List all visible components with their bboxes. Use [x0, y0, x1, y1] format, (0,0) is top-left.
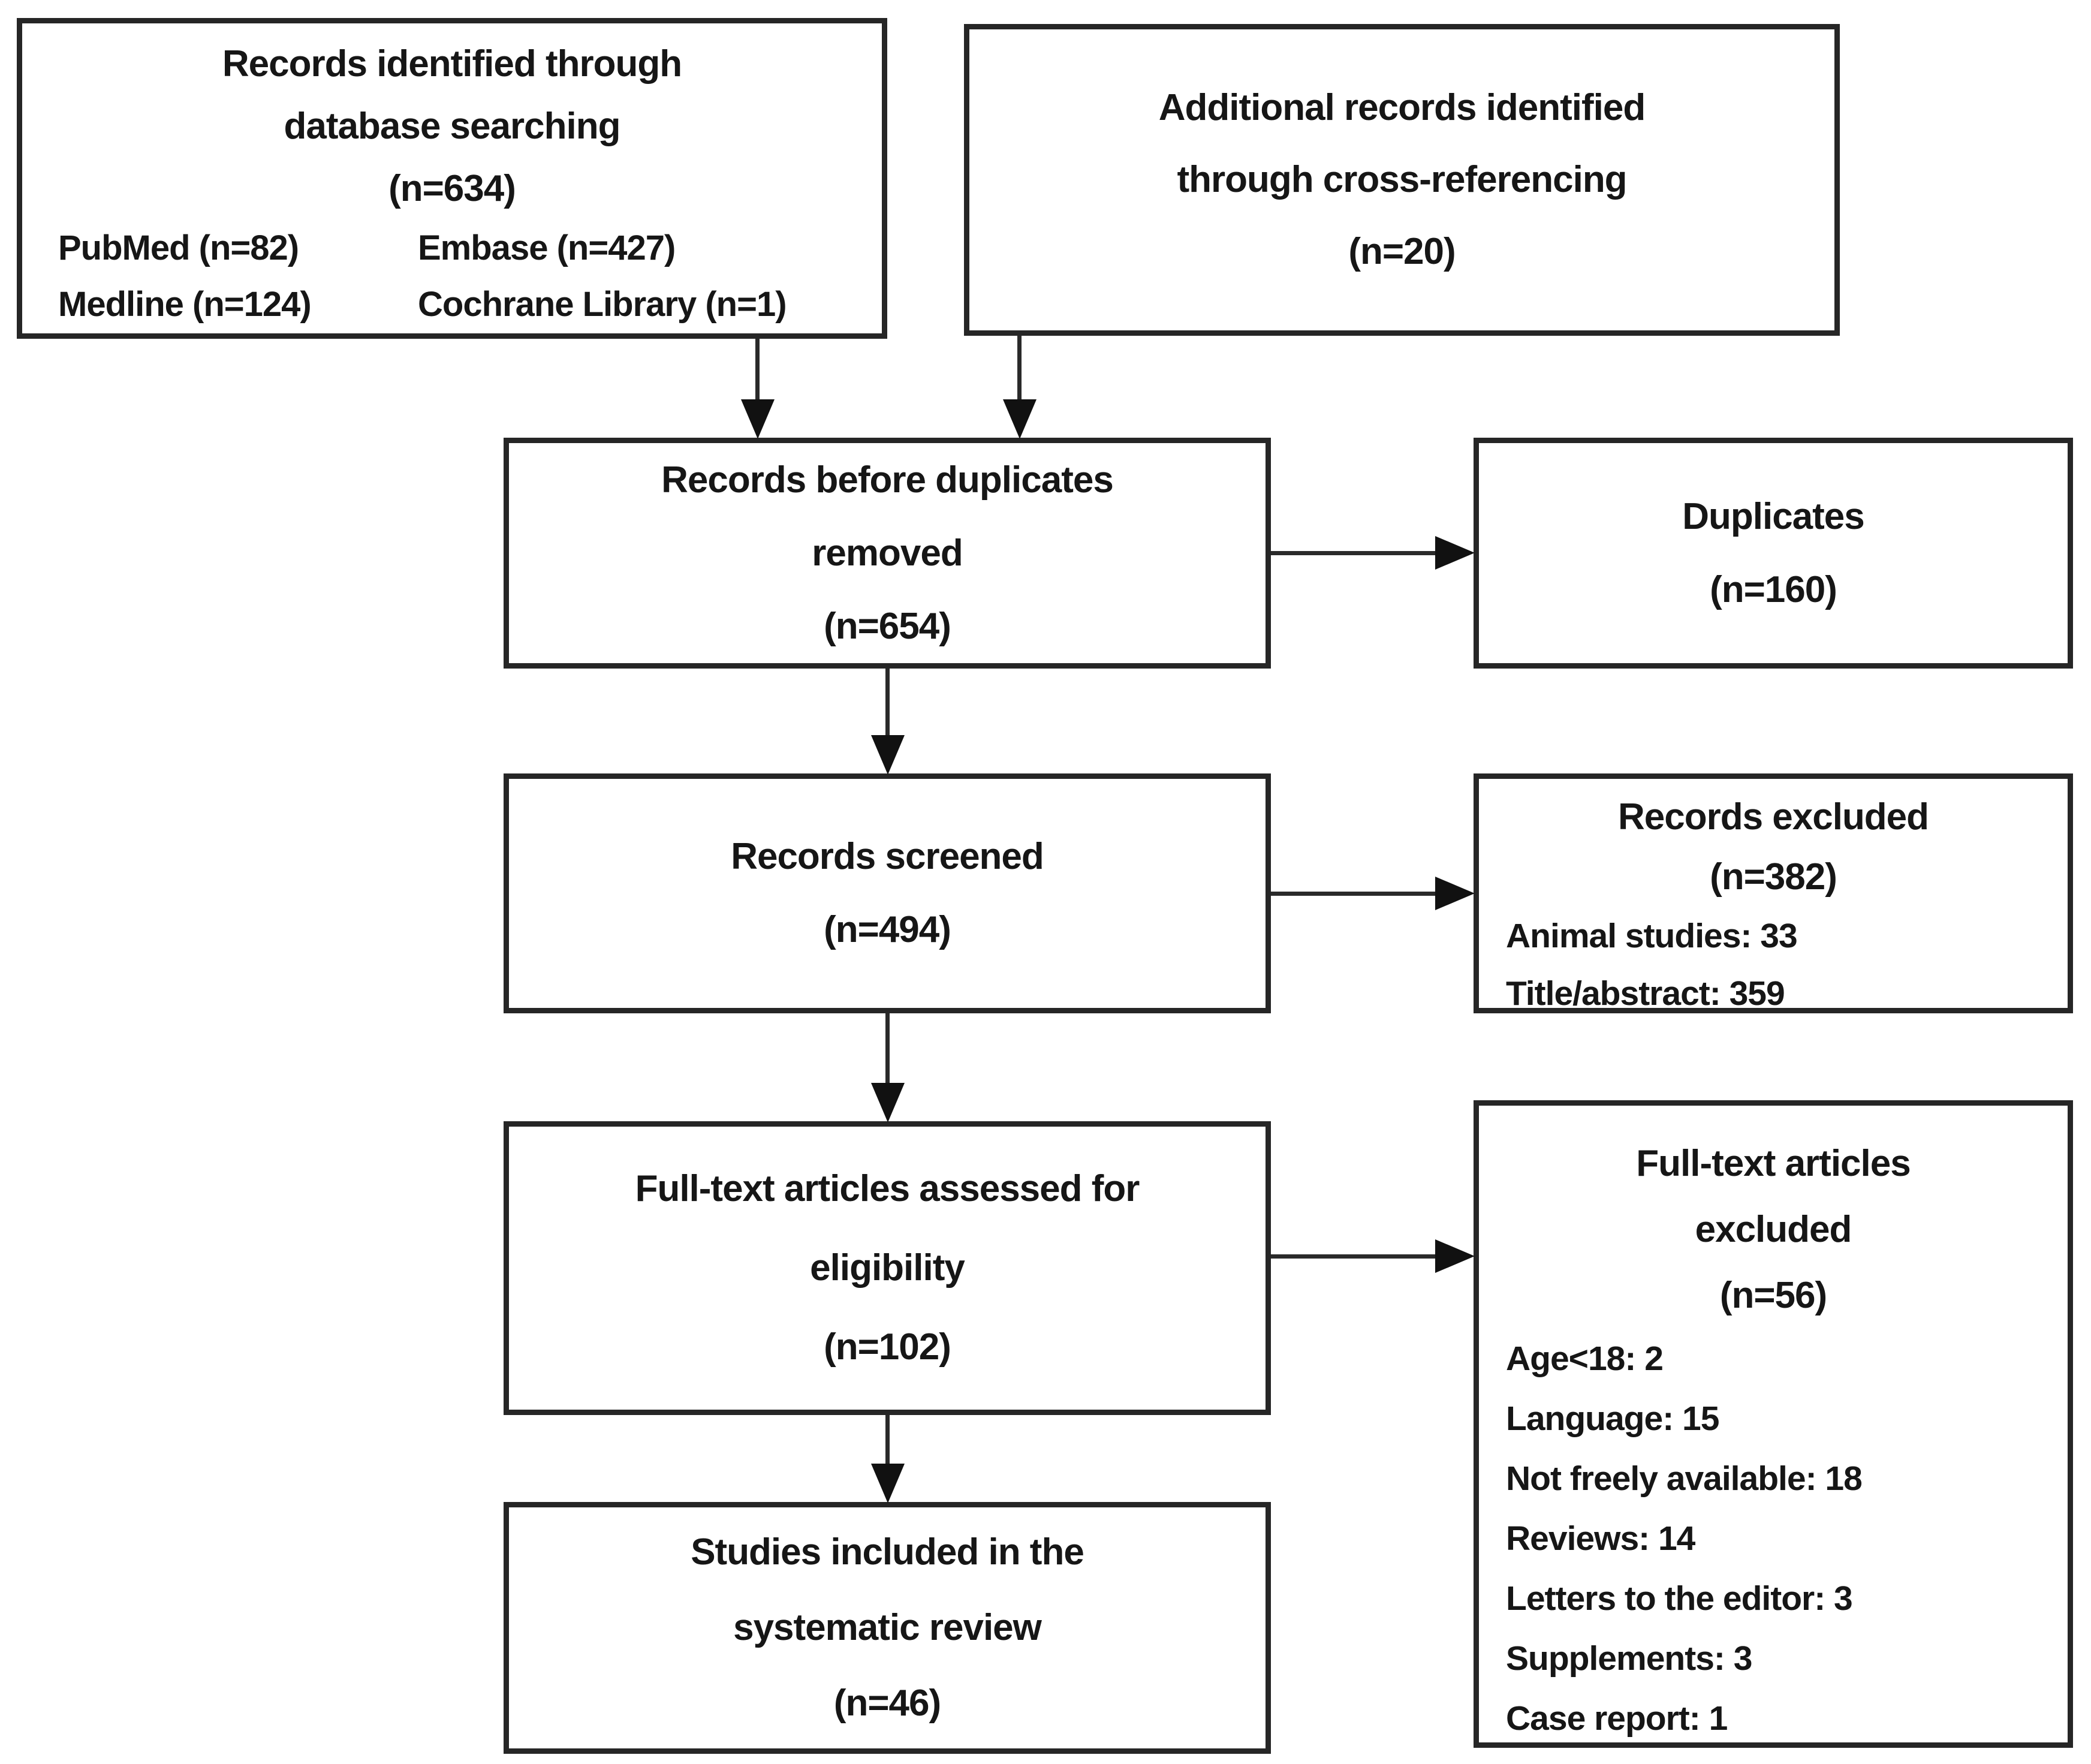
- box-title-line: Full-text articles assessed for: [635, 1168, 1140, 1209]
- box-duplicates: Duplicates (n=160): [1474, 438, 2073, 669]
- arrow-before-duplicates-to-screened: [885, 669, 890, 736]
- box-title-line: eligibility: [810, 1247, 965, 1289]
- box-count-line: (n=654): [824, 605, 951, 647]
- exclusion-reason: Letters to the editor: 3: [1506, 1579, 1853, 1618]
- box-count-line: (n=494): [824, 909, 951, 950]
- box-title-line: through cross-referencing: [1177, 159, 1627, 200]
- box-count-line: (n=102): [824, 1326, 951, 1368]
- box-count-line: (n=382): [1710, 856, 1837, 898]
- exclusion-reason: Age<18: 2: [1506, 1339, 1664, 1378]
- box-count-line: (n=634): [388, 168, 516, 209]
- arrowhead-down-icon: [1003, 399, 1037, 439]
- box-records-screened: Records screened (n=494): [504, 773, 1271, 1013]
- arrow-fulltext-to-fulltext-excluded: [1271, 1254, 1442, 1259]
- arrowhead-down-icon: [871, 735, 905, 775]
- box-title-line: Records screened: [731, 836, 1044, 877]
- box-title-line: Duplicates: [1682, 495, 1865, 537]
- box-title-line: systematic review: [733, 1607, 1042, 1648]
- box-records-before-duplicates-removed: Records before duplicates removed (n=654…: [504, 438, 1271, 669]
- exclusion-reason: Language: 15: [1506, 1399, 1719, 1438]
- exclusion-reason: Case report: 1: [1506, 1699, 1728, 1738]
- arrow-screened-to-fulltext: [885, 1013, 890, 1083]
- box-fulltext-excluded: Full-text articles excluded (n=56) Age<1…: [1474, 1100, 2073, 1748]
- arrowhead-down-icon: [871, 1083, 905, 1122]
- exclusion-reason: Reviews: 14: [1506, 1519, 1695, 1558]
- box-title-line: removed: [812, 532, 963, 574]
- arrowhead-right-icon: [1435, 536, 1475, 570]
- source-medline: Medline (n=124): [58, 285, 312, 324]
- arrowhead-right-icon: [1435, 877, 1475, 910]
- source-row: Medline (n=124) Cochrane Library (n=1): [22, 276, 882, 333]
- box-title-line: database searching: [284, 106, 621, 147]
- box-title-line: Records before duplicates: [661, 459, 1114, 501]
- source-row: PubMed (n=82) Embase (n=427): [22, 220, 882, 276]
- box-title-line: Records excluded: [1617, 796, 1929, 838]
- arrow-screened-to-records-excluded: [1271, 892, 1442, 896]
- box-count-line: (n=160): [1710, 568, 1837, 610]
- box-title-line: Records identified through: [222, 43, 682, 85]
- exclusion-reason: Not freely available: 18: [1506, 1459, 1863, 1498]
- box-count-line: (n=46): [833, 1682, 941, 1724]
- exclusion-reason: Animal studies: 33: [1506, 917, 1798, 955]
- exclusion-reason: Title/abstract: 359: [1506, 974, 1785, 1013]
- arrow-db-to-before-duplicates: [755, 339, 760, 405]
- box-title-line: Full-text articles: [1636, 1143, 1911, 1184]
- box-additional-records-cross-referencing: Additional records identified through cr…: [964, 24, 1840, 336]
- source-pubmed: PubMed (n=82): [58, 228, 299, 267]
- arrowhead-down-icon: [871, 1464, 905, 1503]
- source-embase: Embase (n=427): [418, 228, 676, 267]
- arrow-fulltext-to-included: [885, 1415, 890, 1464]
- source-cochrane: Cochrane Library (n=1): [418, 285, 787, 324]
- box-title-line: Additional records identified: [1158, 87, 1646, 128]
- box-records-identified-database: Records identified through database sear…: [17, 18, 887, 339]
- box-count-line: (n=56): [1719, 1275, 1827, 1316]
- exclusion-reason: Supplements: 3: [1506, 1639, 1752, 1678]
- arrow-before-duplicates-to-duplicates: [1271, 551, 1442, 555]
- arrow-crossref-to-before-duplicates: [1017, 336, 1022, 405]
- arrowhead-down-icon: [741, 399, 775, 439]
- box-title-line: Studies included in the: [691, 1531, 1084, 1573]
- arrowhead-right-icon: [1435, 1239, 1475, 1273]
- box-title-line: excluded: [1695, 1209, 1852, 1250]
- box-studies-included: Studies included in the systematic revie…: [504, 1502, 1271, 1754]
- box-count-line: (n=20): [1348, 231, 1456, 272]
- box-fulltext-assessed: Full-text articles assessed for eligibil…: [504, 1121, 1271, 1415]
- box-records-excluded: Records excluded (n=382) Animal studies:…: [1474, 773, 2073, 1013]
